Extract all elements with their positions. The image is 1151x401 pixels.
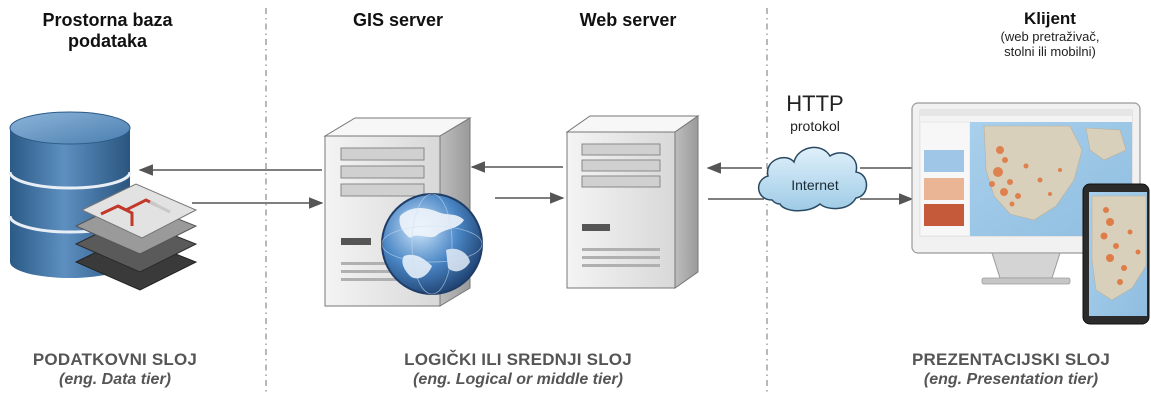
tablet-icon bbox=[1082, 183, 1150, 325]
data-tier-label: PODATKOVNI SLOJ (eng. Data tier) bbox=[0, 350, 230, 389]
server-tower-icon bbox=[565, 115, 700, 289]
presentation-tier-name: PREZENTACIJSKI SLOJ bbox=[911, 350, 1111, 369]
presentation-tier-english: (eng. Presentation tier) bbox=[923, 371, 1099, 388]
logic-tier-name: LOGIČKI ILI SREDNJI SLOJ bbox=[404, 350, 632, 369]
presentation-tier-label: PREZENTACIJSKI SLOJ (eng. Presentation t… bbox=[876, 350, 1146, 389]
web-server-header: Web server bbox=[579, 10, 677, 30]
map-marker-cluster bbox=[989, 146, 1062, 207]
database-header-line2: podataka bbox=[67, 31, 148, 51]
connection-arrows bbox=[138, 161, 914, 209]
logic-tier-label: LOGIČKI ILI SREDNJI SLOJ (eng. Logical o… bbox=[318, 350, 718, 389]
internet-cloud-icon bbox=[758, 146, 868, 212]
http-label: HTTP bbox=[786, 91, 844, 116]
client-header: Klijent (web pretraživač, stolni ili mob… bbox=[950, 8, 1150, 59]
internet-label: Internet bbox=[791, 177, 839, 193]
database-header-line1: Prostorna baza bbox=[42, 10, 173, 30]
gis-server-header: GIS server bbox=[352, 10, 444, 30]
client-subtitle-line2: stolni ili mobilni) bbox=[1004, 44, 1096, 59]
map-layers-icon bbox=[74, 183, 198, 291]
globe-icon bbox=[381, 193, 483, 295]
client-title: Klijent bbox=[1024, 9, 1076, 28]
data-tier-name: PODATKOVNI SLOJ bbox=[32, 350, 198, 369]
logic-tier-english: (eng. Logical or middle tier) bbox=[413, 371, 623, 388]
database-header: Prostorna baza podataka bbox=[0, 10, 215, 52]
client-subtitle-line1: (web pretraživač, bbox=[1000, 29, 1100, 44]
protocol-label: protokol bbox=[790, 118, 840, 134]
data-tier-english: (eng. Data tier) bbox=[58, 371, 171, 388]
